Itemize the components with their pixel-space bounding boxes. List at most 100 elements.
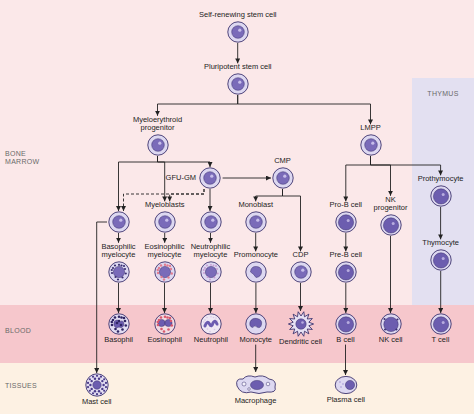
cell-part	[121, 276, 123, 278]
cell-part	[380, 314, 400, 334]
cell-part	[86, 374, 108, 396]
cell-part	[108, 262, 128, 282]
cell-label: Eosinophil	[147, 336, 182, 345]
cell-part	[205, 266, 216, 277]
cell-icon	[154, 211, 176, 233]
cell-icon	[335, 211, 357, 233]
cell-icon	[200, 313, 222, 335]
cell-part	[383, 317, 397, 331]
cell-part	[117, 264, 119, 266]
cell-icon	[245, 261, 267, 283]
cell-part	[168, 265, 170, 267]
cell-part	[159, 266, 170, 277]
connector	[170, 189, 204, 201]
cell-part	[113, 264, 115, 266]
cell-part	[228, 22, 248, 42]
cell-node: Monocyte	[239, 313, 273, 345]
cell-node: Plasma cell	[326, 375, 366, 405]
cell-part	[123, 320, 126, 323]
cell-node	[107, 211, 130, 233]
cell-part	[167, 276, 169, 278]
region-label: BLOOD	[5, 327, 45, 335]
cell-part	[430, 314, 450, 334]
cell-label: Promonocyte	[234, 251, 278, 260]
cell-part	[441, 193, 444, 196]
cell-icon	[334, 375, 358, 395]
cell-part	[209, 331, 211, 333]
cell-part	[167, 328, 170, 331]
cell-part	[120, 264, 122, 266]
cell-part	[210, 175, 213, 178]
cell-part	[283, 175, 286, 178]
cell-node: Mast cell	[81, 373, 112, 407]
cell-part	[105, 386, 107, 388]
cell-icon	[288, 311, 314, 337]
connector	[158, 156, 211, 167]
connector	[345, 283, 346, 313]
cell-part	[204, 216, 217, 229]
connector	[210, 233, 211, 243]
cell-label: Dendritic cell	[279, 338, 322, 347]
cell-part	[98, 390, 100, 392]
cell-label: Neutrophil	[194, 336, 228, 345]
connector	[256, 189, 283, 201]
cell-part	[345, 380, 354, 389]
cell-part	[159, 264, 161, 266]
cell-part	[162, 330, 165, 333]
connector	[158, 95, 238, 116]
cell-icon	[380, 313, 402, 335]
cell-part	[166, 264, 168, 266]
cell-label: Mast cell	[82, 398, 112, 407]
cell-part	[157, 267, 159, 269]
cell-icon	[147, 134, 169, 156]
cell-part	[168, 317, 171, 320]
cell-part	[335, 376, 357, 393]
connector	[345, 345, 346, 375]
cell-label: GFU-GM	[166, 174, 196, 183]
connector	[346, 156, 371, 201]
cell-part	[250, 380, 263, 389]
cell-part	[116, 278, 118, 280]
cell-part	[100, 392, 102, 394]
connector	[440, 271, 441, 313]
cell-part	[108, 212, 128, 232]
connector	[300, 283, 301, 311]
cell-part	[204, 319, 206, 321]
cell-icon	[245, 211, 267, 233]
cell-part	[117, 320, 120, 323]
cell-part	[93, 390, 95, 392]
connector	[255, 233, 256, 251]
cell-part	[203, 272, 205, 274]
cell-part	[112, 216, 125, 229]
cell-part	[116, 330, 119, 333]
cell-icon	[430, 313, 452, 335]
cell-part	[288, 312, 313, 337]
cell-part	[124, 272, 126, 274]
cell-label: Neutrophilic myelocyte	[188, 243, 234, 260]
cell-icon	[272, 167, 294, 189]
cell-node: Eosinophil	[147, 313, 183, 345]
cell-part	[231, 26, 244, 39]
cell-icon	[233, 372, 279, 396]
cell-part	[160, 328, 163, 331]
cell-part	[114, 320, 124, 328]
cell-icon	[227, 21, 249, 43]
cell-icon	[85, 373, 109, 397]
cell-part	[209, 279, 211, 281]
cell-part	[147, 135, 167, 155]
connector	[390, 236, 391, 313]
cell-part	[340, 386, 342, 388]
connector	[440, 207, 441, 239]
cell-label: Basophil	[104, 336, 133, 345]
cell-label: CMP	[274, 157, 291, 166]
cell-part	[216, 268, 218, 270]
cell-part	[103, 378, 105, 380]
cell-part	[117, 316, 120, 319]
cell-node: Neutrophil	[193, 313, 229, 345]
cell-part	[215, 317, 217, 319]
cell-label: T cell	[432, 336, 450, 345]
cell-part	[159, 316, 162, 319]
cell-part	[384, 329, 386, 331]
cell-part	[163, 264, 165, 266]
cell-part	[364, 139, 377, 152]
